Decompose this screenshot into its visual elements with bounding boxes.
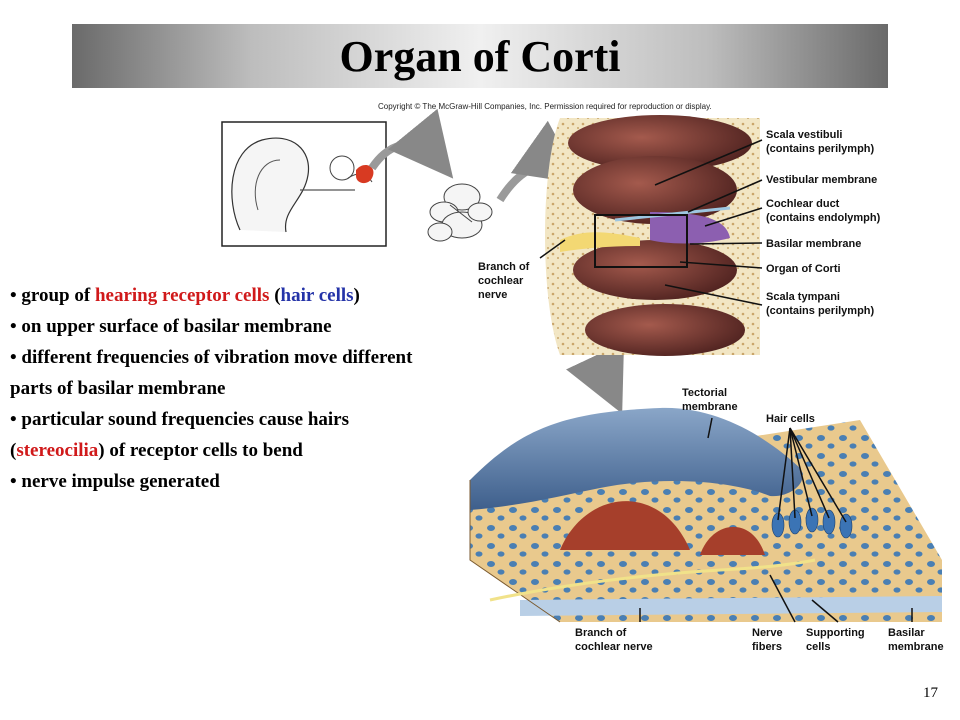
- nerve-fiber-path: [489, 558, 816, 602]
- bullet-item: • on upper surface of basilar membrane: [10, 316, 332, 337]
- label-branch-of-cochlear-nerve-top: Branch of cochlear nerve: [478, 261, 532, 301]
- label-scala-vestibuli: Scala vestibuli (contains perilymph): [766, 129, 875, 155]
- detail-box: [594, 214, 688, 268]
- copyright-notice: Copyright © The McGraw-Hill Companies, I…: [378, 102, 712, 111]
- tunnel-2: [700, 526, 765, 555]
- label-supporting-cells: Supporting cells: [806, 627, 868, 653]
- cochlea-section-sketch: [427, 183, 493, 242]
- ear-inset: [221, 121, 387, 247]
- label-hair-cells: Hair cells: [766, 413, 815, 425]
- tectorial-membrane-shape: [470, 407, 803, 510]
- label-vestibular-membrane: Vestibular membrane: [766, 174, 877, 186]
- arrow-ear-to-section: [368, 108, 454, 179]
- scala-tympani-chamber-2: [585, 304, 745, 356]
- hair-cell-cluster: [771, 507, 853, 539]
- label-cochlear-duct: Cochlear duct (contains endolymph): [766, 198, 881, 224]
- scala-vestibuli-chamber-2: [573, 156, 737, 224]
- scala-vestibuli-chamber: [568, 115, 752, 171]
- label-basilar-membrane-top: Basilar membrane: [766, 238, 861, 250]
- tunnel-1: [560, 501, 690, 550]
- label-scala-tympani: Scala tympani (contains perilymph): [766, 291, 875, 317]
- label-basilar-membrane-bottom: Basilar membrane: [888, 627, 944, 653]
- bottom-labels: Tectorial membrane Hair cells Branch of …: [575, 387, 944, 653]
- bottom-leader-lines: [639, 417, 913, 623]
- page-title: Organ of Corti: [339, 31, 621, 81]
- bullet-item: • particular sound frequencies cause hai…: [10, 409, 349, 461]
- bullet-item: • different frequencies of vibration mov…: [10, 347, 413, 399]
- label-organ-of-corti: Organ of Corti: [766, 263, 841, 275]
- cochlear-cross-section: [545, 115, 760, 356]
- label-nerve-fibers: Nerve fibers: [752, 627, 786, 653]
- label-tectorial-membrane: Tectorial membrane: [682, 387, 738, 413]
- cochlear-duct-region: [650, 212, 730, 244]
- page-number: 17: [923, 685, 938, 701]
- bullet-list: • group of hearing receptor cells (hair …: [10, 280, 435, 497]
- title-bar: Organ of Corti: [72, 24, 888, 88]
- top-leader-lines: [539, 139, 763, 306]
- nerve-branch-yellow: [560, 232, 640, 252]
- bullet-item: • group of hearing receptor cells (hair …: [10, 285, 360, 306]
- scala-tympani-chamber: [573, 240, 737, 300]
- label-branch-of-cochlear-nerve-bottom: Branch of cochlear nerve: [575, 627, 653, 653]
- basilar-membrane-strip: [520, 596, 942, 616]
- organ-of-corti-detail: [469, 407, 942, 623]
- bullet-item: • nerve impulse generated: [10, 471, 220, 492]
- highlighted-cochlea: [356, 164, 374, 184]
- top-labels: Scala vestibuli (contains perilymph) Ves…: [478, 129, 881, 317]
